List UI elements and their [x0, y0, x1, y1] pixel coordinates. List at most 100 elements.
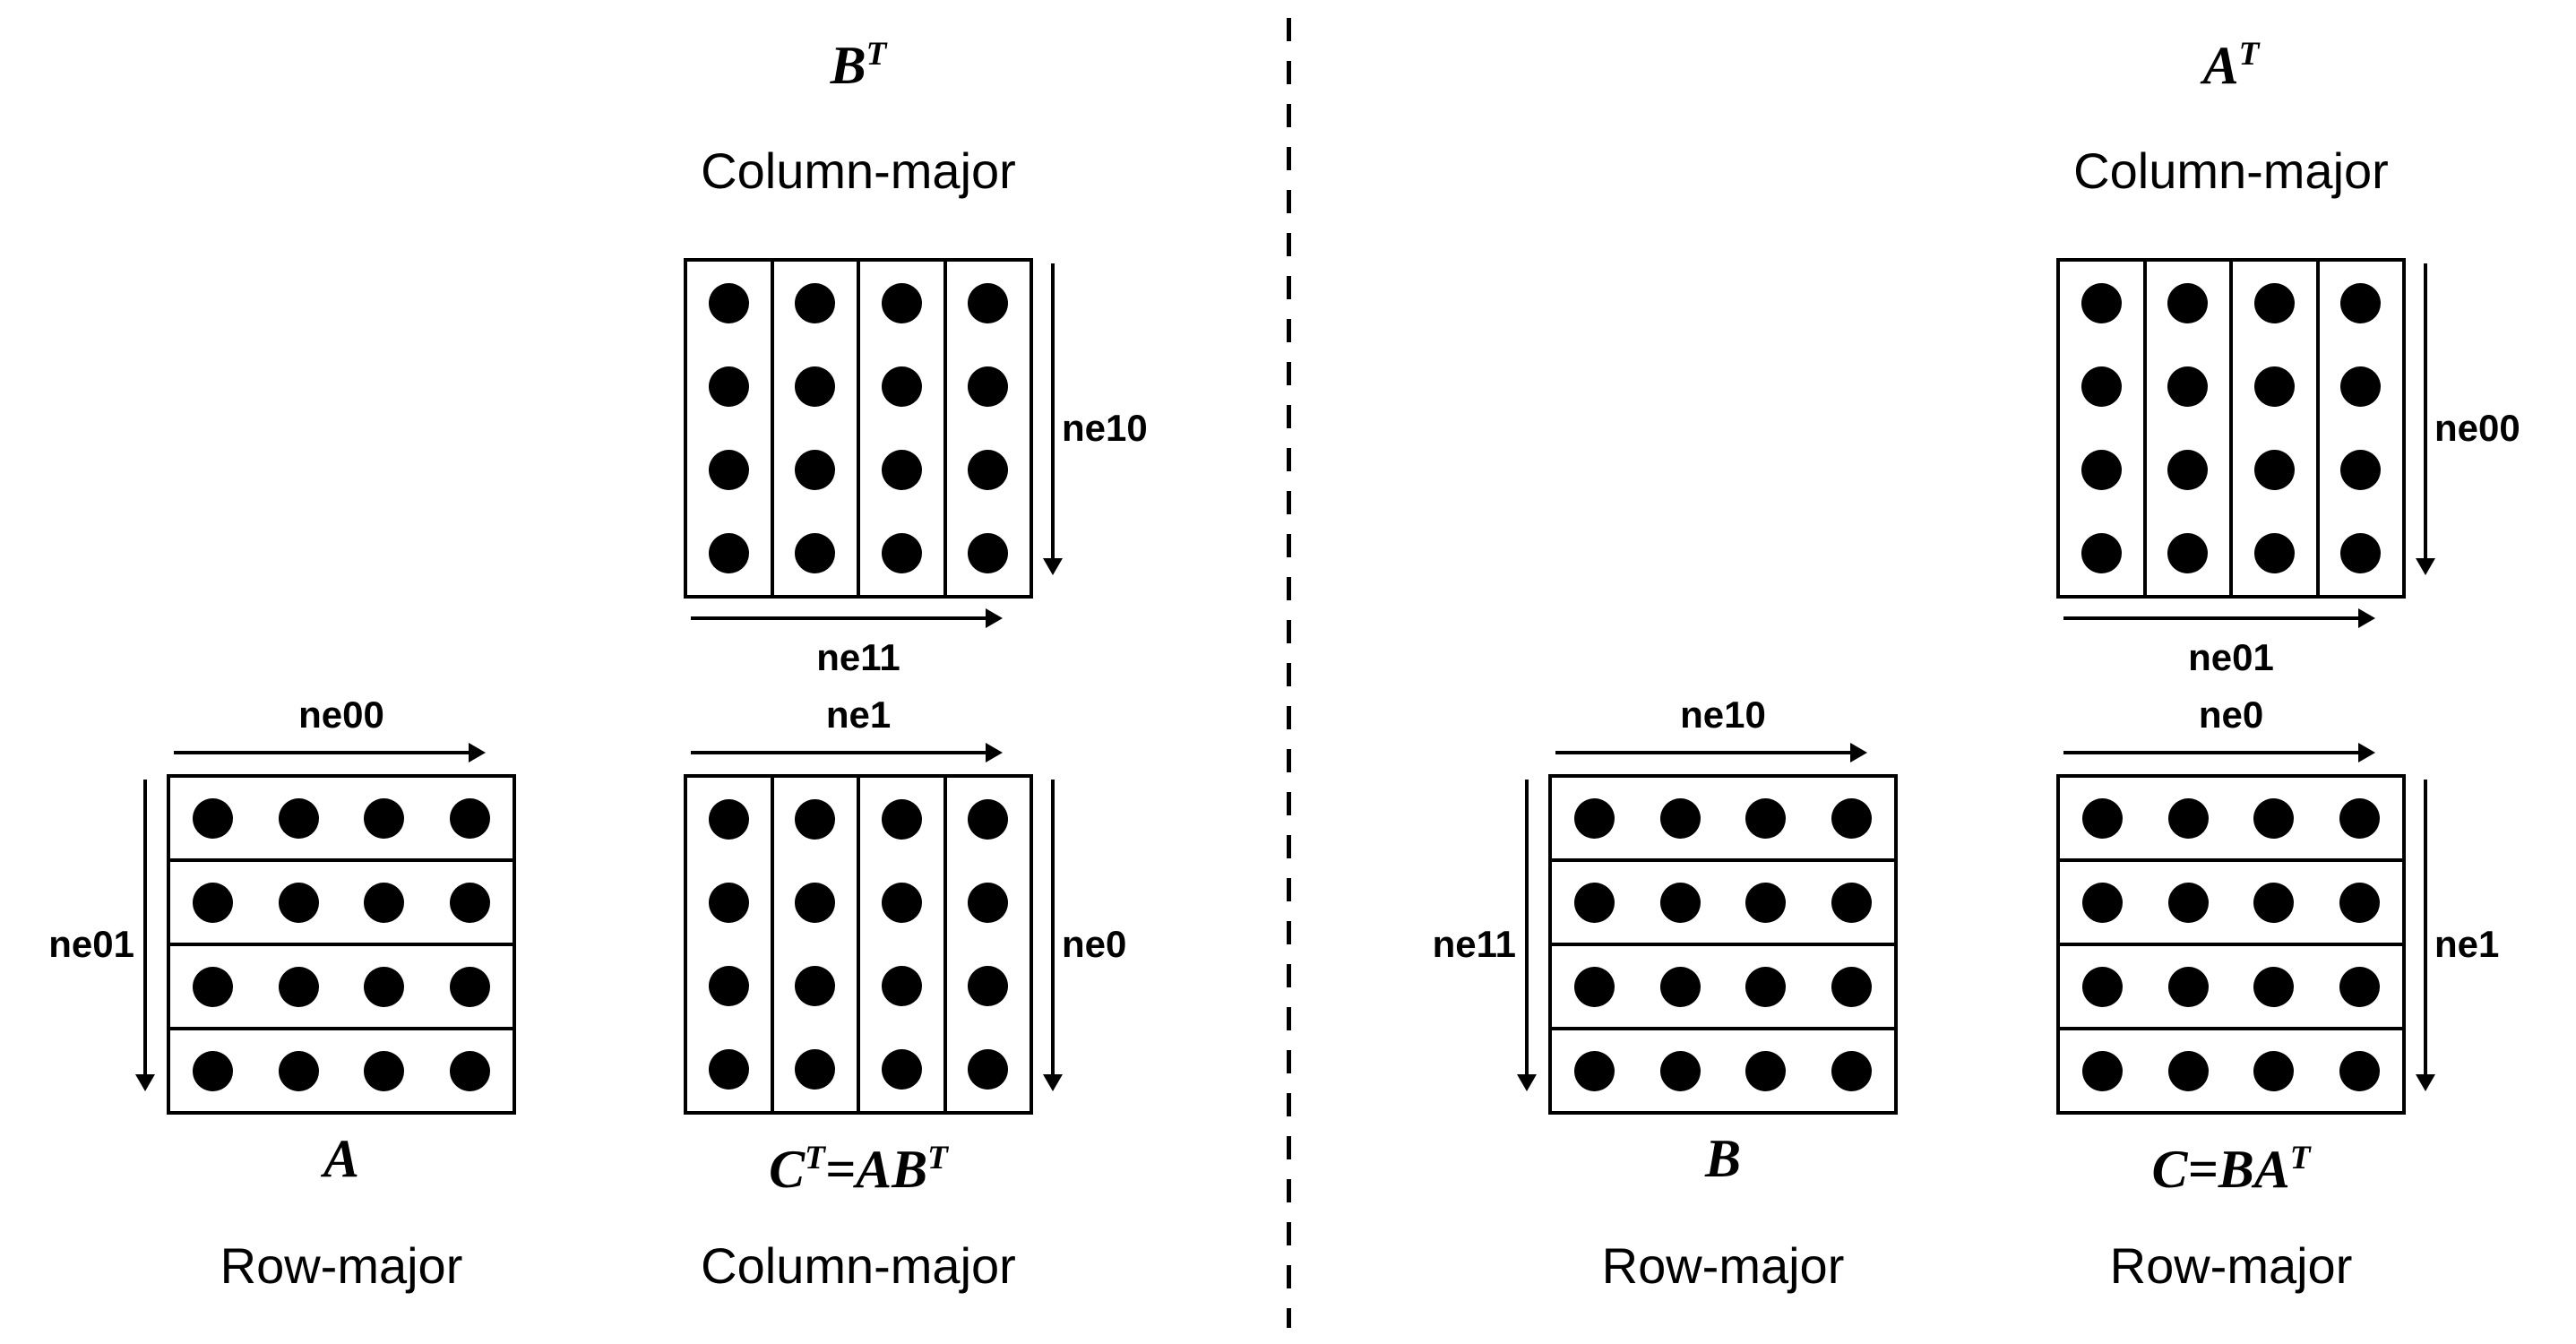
element-dot — [881, 366, 922, 407]
element-dot — [1659, 797, 1701, 839]
dimension-label-ne1: ne1 — [2434, 923, 2500, 965]
element-dot — [795, 283, 836, 323]
dimension-label-ne01: ne01 — [48, 923, 134, 965]
matrix-column — [2060, 262, 2147, 595]
element-dot — [364, 966, 405, 1007]
element-dot — [278, 797, 319, 839]
element-dot — [193, 797, 234, 839]
dimension-label-ne1: ne1 — [825, 694, 892, 736]
element-dot — [1745, 966, 1787, 1007]
element-dot — [708, 366, 749, 407]
element-dot — [795, 883, 836, 923]
matrix-group-b: ne10 ne11 B Row-major — [1433, 694, 1898, 1294]
matrix-row — [170, 946, 513, 1030]
matrix-group-a: ne00 ne01 A Row-major — [48, 694, 516, 1294]
element-dot — [968, 450, 1009, 490]
element-dot — [2253, 882, 2295, 923]
dimension-label-ne0: ne0 — [2198, 694, 2264, 736]
matrix-column — [2233, 262, 2320, 595]
element-dot — [708, 966, 749, 1006]
element-dot — [2340, 450, 2382, 490]
arrow-right-icon — [1555, 751, 1851, 754]
element-dot — [2253, 533, 2295, 573]
arrow-down-icon — [1051, 780, 1055, 1075]
element-dot — [1745, 797, 1787, 839]
element-dot — [2340, 366, 2382, 407]
arrow-down-icon — [1525, 780, 1529, 1075]
element-dot — [2167, 366, 2209, 407]
dimension-label-ne11: ne11 — [1432, 923, 1516, 965]
matrix-column — [947, 262, 1030, 595]
element-dot — [2082, 797, 2124, 839]
element-dot — [1831, 882, 1872, 923]
matrix-column — [774, 262, 860, 595]
element-dot — [708, 799, 749, 840]
element-dot — [968, 966, 1009, 1006]
element-dot — [2253, 966, 2295, 1007]
element-dot — [2340, 283, 2382, 323]
element-dot — [708, 533, 749, 573]
matrix-row — [1552, 778, 1894, 862]
panel-divider — [1287, 18, 1291, 1328]
matrix-name-b-transpose: BT — [830, 36, 887, 95]
element-dot — [881, 283, 922, 323]
matrix-row — [2060, 862, 2402, 946]
element-dot — [2167, 283, 2209, 323]
element-dot — [1831, 1050, 1872, 1091]
matrix-column — [860, 778, 947, 1111]
element-dot — [1745, 882, 1787, 923]
matrix-c-transpose — [684, 774, 1033, 1115]
element-dot — [795, 1049, 836, 1090]
matrix-row — [170, 778, 513, 862]
matrix-row — [1552, 1030, 1894, 1111]
element-dot — [2339, 797, 2380, 839]
matrix-b-transpose — [684, 258, 1033, 599]
element-dot — [193, 882, 234, 923]
dimension-label-ne00: ne00 — [2434, 407, 2520, 449]
element-dot — [968, 799, 1009, 840]
matrix-column — [2320, 262, 2403, 595]
element-dot — [1831, 797, 1872, 839]
dimension-label-ne11: ne11 — [816, 636, 900, 678]
matrix-a — [167, 774, 516, 1115]
matrix-column — [687, 262, 774, 595]
matrix-name-c: C=BAT — [2151, 1140, 2311, 1199]
dimension-label-ne10: ne10 — [1062, 407, 1148, 449]
element-dot — [2253, 366, 2295, 407]
dimension-label-ne00: ne00 — [298, 694, 384, 736]
element-dot — [2253, 450, 2295, 490]
element-dot — [278, 966, 319, 1007]
element-dot — [364, 797, 405, 839]
element-dot — [2081, 283, 2122, 323]
matrix-column — [947, 778, 1030, 1111]
matrix-row — [2060, 946, 2402, 1030]
matrix-column — [774, 778, 860, 1111]
matrix-column — [860, 262, 947, 595]
matrix-row — [1552, 862, 1894, 946]
arrow-right-icon — [174, 751, 470, 754]
element-dot — [968, 366, 1009, 407]
element-dot — [968, 883, 1009, 923]
element-dot — [1659, 882, 1701, 923]
element-dot — [881, 450, 922, 490]
element-dot — [1574, 1050, 1615, 1091]
matrix-row — [2060, 1030, 2402, 1111]
element-dot — [2167, 966, 2209, 1007]
element-dot — [278, 882, 319, 923]
element-dot — [708, 283, 749, 323]
element-dot — [449, 966, 490, 1007]
dimension-label-ne0: ne0 — [1062, 923, 1127, 965]
storage-order-label: Column-major — [701, 1237, 1016, 1294]
storage-order-label: Row-major — [1601, 1237, 1845, 1294]
element-dot — [2167, 1050, 2209, 1091]
matrix-row — [170, 862, 513, 946]
element-dot — [708, 883, 749, 923]
matrix-name-a: A — [323, 1129, 360, 1188]
element-dot — [795, 366, 836, 407]
element-dot — [1574, 797, 1615, 839]
matrix-name-a-transpose: AT — [2202, 36, 2260, 95]
matrix-row — [1552, 946, 1894, 1030]
element-dot — [2167, 533, 2209, 573]
arrow-down-icon — [143, 780, 147, 1075]
matrix-column — [2147, 262, 2233, 595]
